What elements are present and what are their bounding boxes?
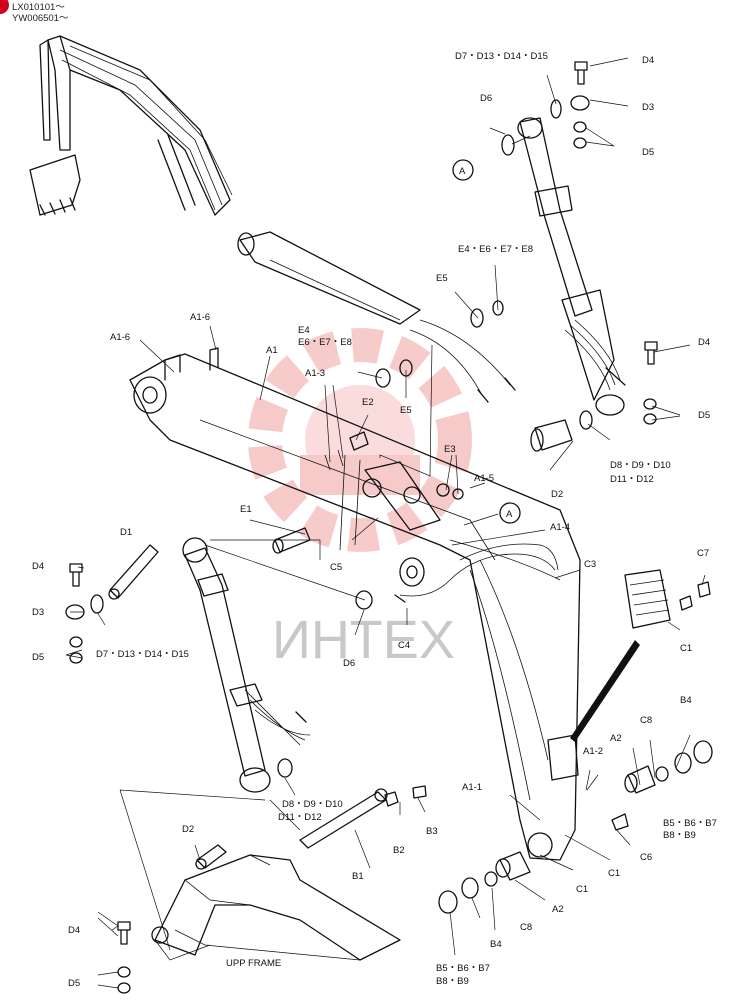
label-e4-e6-e7-e8-right: E4・E6・E7・E8 — [458, 244, 533, 255]
bottom-left-hardware — [117, 921, 131, 994]
label-c7: C7 — [697, 548, 709, 559]
label-callout-a-mid: A — [506, 509, 513, 520]
label-c8-bottom: C8 — [520, 922, 532, 933]
label-e2: E2 — [362, 397, 374, 408]
label-c1-bottom-b: C1 — [608, 868, 620, 879]
label-b2: B2 — [393, 845, 405, 856]
label-callout-a-top: A — [459, 166, 466, 177]
label-e4-left: E4 — [298, 325, 310, 336]
label-d11-d12-left: D11・D12 — [278, 812, 322, 823]
label-a2-bottom: A2 — [552, 904, 564, 915]
excavator-thumbnail — [29, 35, 233, 216]
label-b5-b6-b7-bottom: B5・B6・B7 — [436, 963, 490, 974]
label-upp-frame: UPP FRAME — [226, 958, 281, 969]
label-d7-d13-d14-d15-left: D7・D13・D14・D15 — [96, 649, 189, 660]
label-a1-4: A1-4 — [550, 522, 570, 533]
label-a1-6-left: A1-6 — [110, 332, 130, 343]
label-c1-bottom-a: C1 — [576, 884, 588, 895]
pin-d2 — [195, 844, 227, 870]
label-b4-right: B4 — [680, 695, 692, 706]
label-b1: B1 — [352, 871, 364, 882]
label-c4: C4 — [398, 640, 410, 651]
label-d7-d13-d14-d15-top: D7・D13・D14・D15 — [455, 51, 548, 62]
label-a1-1: A1-1 — [462, 782, 482, 793]
label-d4-mid: D4 — [698, 337, 710, 348]
label-a1-6-top: A1-6 — [190, 312, 210, 323]
label-c5: C5 — [330, 562, 342, 573]
label-b5-b6-b7-right: B5・B6・B7 — [663, 818, 717, 829]
label-d4-left: D4 — [32, 561, 44, 572]
label-d11-d12-right: D11・D12 — [610, 474, 654, 485]
label-c8-right: C8 — [640, 715, 652, 726]
label-e6-e7-e8-left: E6・E7・E8 — [298, 337, 352, 348]
label-d8-d9-d10-right: D8・D9・D10 — [610, 460, 671, 471]
label-d5-top: D5 — [642, 147, 654, 158]
label-d4-top: D4 — [642, 55, 654, 66]
label-c1-right: C1 — [680, 643, 692, 654]
connector-block-c1 — [570, 569, 711, 742]
lower-boom-cylinder — [182, 537, 311, 793]
label-a1: A1 — [266, 345, 278, 356]
label-d3-left: D3 — [32, 607, 44, 618]
label-d6-top: D6 — [480, 93, 492, 104]
serial-number-2: YW006501～ — [12, 13, 69, 24]
upper-frame — [151, 854, 401, 961]
boom-bracket-hardware — [324, 431, 464, 531]
label-d1: D1 — [120, 527, 132, 538]
label-e1: E1 — [240, 504, 252, 515]
label-c6: C6 — [640, 852, 652, 863]
pin-d1 — [108, 544, 159, 600]
label-b8-b9-bottom: B8・B9 — [436, 976, 469, 987]
label-b3: B3 — [426, 826, 438, 837]
serial-number-1: LX010101～ — [12, 2, 65, 13]
callout-circle-a-mid — [499, 502, 521, 524]
label-b8-b9-right: B8・B9 — [663, 830, 696, 841]
watermark-gear-logo — [248, 328, 472, 552]
label-a1-3: A1-3 — [305, 368, 325, 379]
pin-b1 — [299, 785, 427, 849]
label-e5-mid: E5 — [400, 405, 412, 416]
label-d2-right: D2 — [551, 489, 563, 500]
label-a1-2: A1-2 — [583, 746, 603, 757]
label-a2-right: A2 — [610, 733, 622, 744]
label-d3-top: D3 — [642, 102, 654, 113]
arm-cylinder — [237, 231, 516, 403]
label-d5-mid: D5 — [698, 410, 710, 421]
label-e5-right: E5 — [436, 273, 448, 284]
part-labels: D7・D13・D14・D15 D4 D6 D3 D5 A E4・E6・E7・E8… — [32, 51, 717, 989]
bottom-right-hardware — [438, 740, 713, 914]
label-a1-5: A1-5 — [474, 473, 494, 484]
upper-right-hardware — [501, 61, 658, 452]
page-corner-marker — [0, 0, 9, 14]
label-c3: C3 — [584, 559, 596, 570]
label-d5-left: D5 — [32, 652, 44, 663]
label-d8-d9-d10-left: D8・D9・D10 — [282, 799, 343, 810]
label-d6-mid: D6 — [343, 658, 355, 669]
label-d2-left: D2 — [182, 824, 194, 835]
hoses-c3-c4-c5 — [394, 543, 559, 603]
watermark-text: ИНТЕХ — [272, 610, 455, 670]
label-d5-bottom: D5 — [68, 978, 80, 989]
leader-lines — [65, 57, 706, 989]
label-e3: E3 — [444, 444, 456, 455]
label-b4-bottom: B4 — [490, 939, 502, 950]
label-d4-bottom: D4 — [68, 925, 80, 936]
callout-circle-a-top — [452, 159, 474, 181]
main-boom — [129, 347, 581, 861]
upper-boom-cylinder — [517, 117, 626, 416]
